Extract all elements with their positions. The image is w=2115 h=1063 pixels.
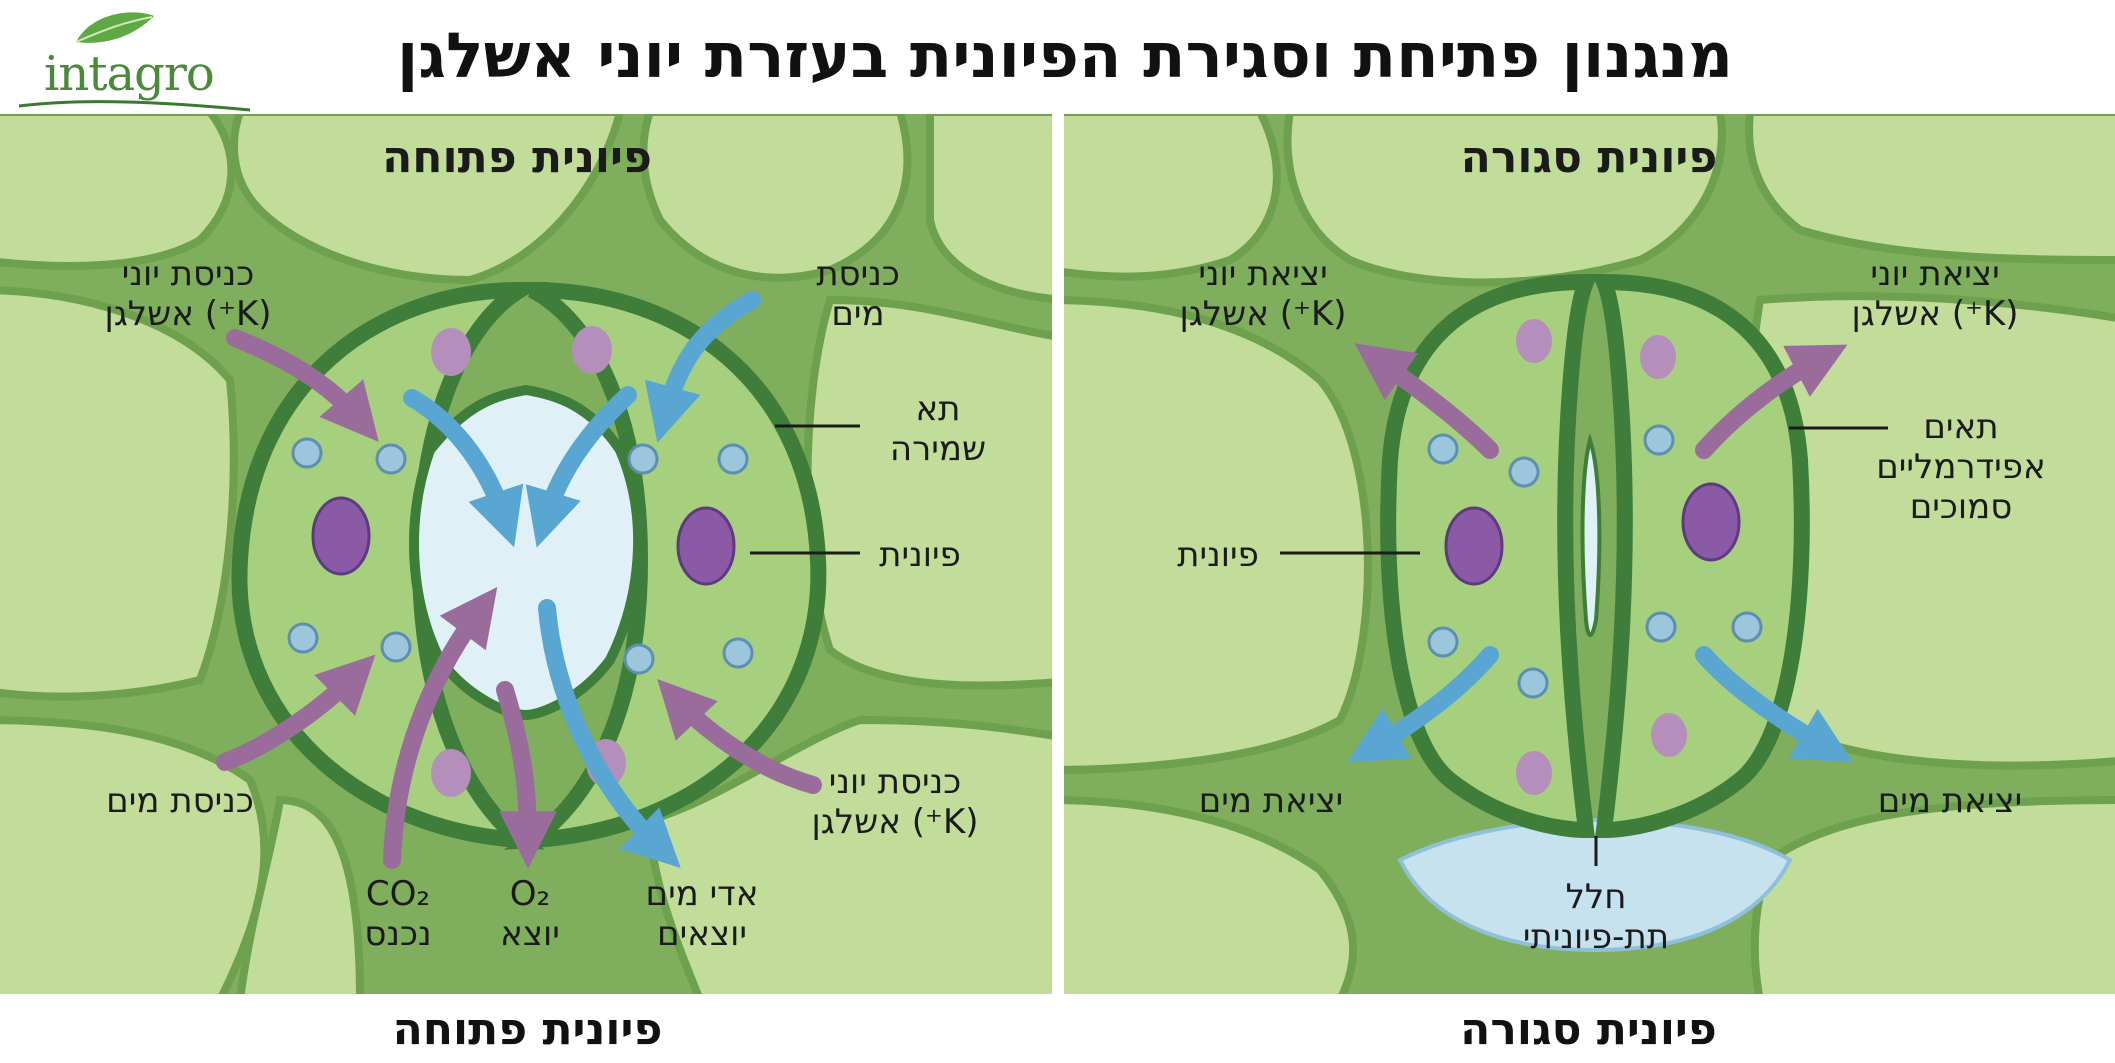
leaf-logo-icon [18,12,251,112]
open-organelles [287,326,754,797]
water-in-bottom-label: כניסת מים [106,781,254,821]
plastid-icon [431,328,471,376]
logo: intagro [14,6,251,114]
k-in-arrow-bottom-right [657,679,822,794]
substomatal-label-line2: תת-פיוניתי [1523,917,1669,957]
k-out-right-label-line1: יציאת יוני [1870,254,1999,294]
page-title: מנגנון פתיחת וסגירת הפיונית בעזרת יוני א… [397,19,1733,92]
k-out-arrow-right [1695,344,1848,459]
epidermal-label-line1: תאים [1923,407,1998,447]
closed-organelles [1427,319,1763,795]
closed-arrows [1347,343,1853,763]
stoma-label-closed: פיונית [1177,535,1259,575]
co2-label-line1: CO₂ [366,874,430,914]
plastid-icon [431,749,471,797]
co2-in-arrow [383,586,498,869]
water-in-arrow-top-right [644,291,761,443]
closed-stoma-panel: פיונית סגורה יציאת יוני (K⁺) אשלגן יציאת… [1064,114,2115,994]
guard-cell-label-line2: שמירה [890,429,986,469]
nucleus-icon [1444,506,1504,586]
water-in-top-label-line1: כניסת [816,254,900,294]
k-out-left-label-line2: (K⁺) אשלגן [1180,294,1347,334]
water-out-right-label: יציאת מים [1878,781,2023,821]
water-in-arrow-bottom-left [216,654,376,771]
epidermal-cells-right [1064,114,2115,994]
nucleus-icon [676,506,736,586]
closed-panel-title: פיונית סגורה [1461,132,1718,183]
epidermal-label-line2: אפידרמליים [1876,447,2046,487]
epidermal-cells-left [0,114,1052,994]
water-in-arrow-center-right [525,386,637,548]
open-panel-title: פיונית פתוחה [382,132,652,183]
vapor-label-line2: יוצאים [657,914,747,954]
substomatal-label-line1: חלל [1566,877,1627,917]
vapor-label-line1: אדי מים [646,874,759,914]
plastid-icon [1516,751,1552,795]
epidermal-label-line3: סמוכים [1910,487,2013,527]
co2-label-line2: נכנס [364,914,431,954]
k-out-arrow-left [1354,343,1499,459]
closed-bottom-caption: פיונית סגורה [1460,1004,1717,1055]
water-in-arrow-center-left [403,389,524,548]
header: intagro מנגנון פתיחת וסגירת הפיונית בעזר… [0,0,2115,112]
o2-out-arrow [496,681,557,869]
k-in-arrow-top-left [226,329,379,442]
plastid-icon [1640,335,1676,379]
k-in-left-label-line1: כניסת יוני [122,254,255,294]
k-out-right-label-line2: (K⁺) אשלגן [1852,294,2019,334]
k-in-right-label-line1: כניסת יוני [829,762,962,802]
o2-label-line1: O₂ [510,874,550,914]
stoma-label-open: פיונית [879,535,961,575]
plastid-icon [572,326,612,374]
closed-stoma-slit [1580,433,1602,637]
vapor-out-arrow [538,599,681,869]
open-bottom-caption: פיונית פתוחה [392,1004,663,1055]
open-arrows [216,291,822,869]
plastid-icon [1516,319,1552,363]
water-out-left-label: יציאת מים [1199,781,1344,821]
open-stoma-panel: פיונית פתוחה כניסת יוני (K⁺) אשלגן כניסת… [0,114,1052,994]
water-in-top-label-line2: מים [831,294,884,334]
water-out-arrow-right [1695,646,1853,763]
o2-label-line2: יוצא [500,914,560,954]
nucleus-icon [311,496,371,576]
nucleus-icon [1681,482,1741,562]
k-in-right-label-line2: (K⁺) אשלגן [812,802,979,842]
plastid-icon [1651,713,1687,757]
k-in-left-label-line2: (K⁺) אשלגן [105,294,272,334]
guard-cell-label-line1: תא [915,389,960,429]
panel-divider [1052,112,1064,996]
logo-text: intagro [44,46,215,102]
k-out-left-label-line1: יציאת יוני [1198,254,1327,294]
water-out-arrow-left [1347,646,1499,763]
